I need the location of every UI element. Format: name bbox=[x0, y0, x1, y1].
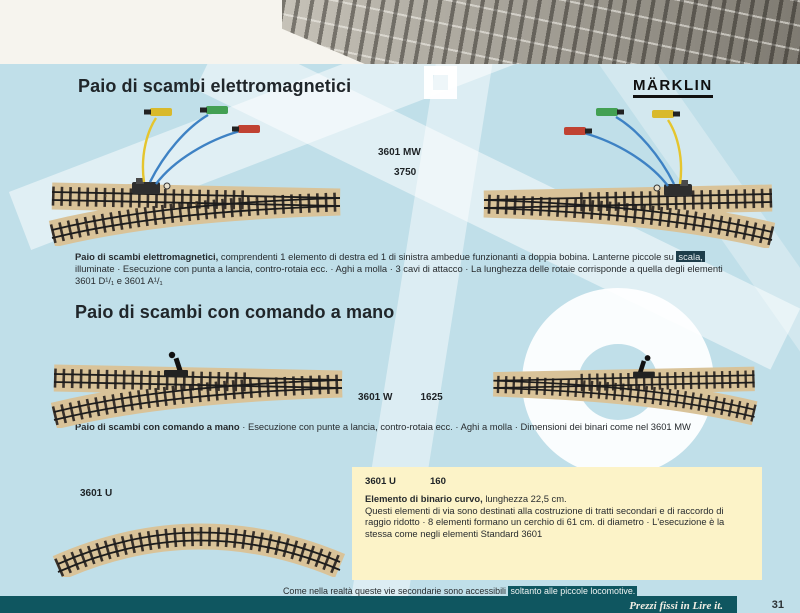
section-title-manual: Paio di scambi con comando a mano bbox=[75, 302, 395, 322]
rail-photo bbox=[282, 0, 800, 64]
product-codeline-curve: 3601 U 160 bbox=[365, 475, 749, 488]
curved-track-illustration bbox=[48, 502, 348, 580]
curve-label: 3601 U bbox=[80, 488, 113, 499]
price-note: Prezzi fissi in Lire it. bbox=[629, 600, 723, 612]
white-square-decoration bbox=[424, 66, 457, 99]
em-description-lead: Paio di scambi elettromagnetici, bbox=[75, 251, 219, 262]
product-code-curve: 3601 U bbox=[365, 476, 396, 487]
curve-description-size: lunghezza 22,5 cm. bbox=[482, 492, 567, 504]
top-scan-strip bbox=[0, 0, 800, 64]
bottom-caption: Come nella realtà queste vie secondarie … bbox=[283, 586, 638, 596]
em-description-text: comprendenti 1 elemento di destra ed 1 d… bbox=[218, 251, 677, 262]
hand-lever-icon bbox=[633, 355, 655, 378]
manual-turnout-right-illustration bbox=[488, 340, 760, 426]
manual-description: Paio di scambi con comando a mano · Esec… bbox=[75, 421, 735, 433]
product-price-manual: 1625 bbox=[420, 392, 443, 403]
manual-description-text: · Esecuzione con punte a lancia, contro-… bbox=[239, 421, 691, 432]
wire-connectors-icon bbox=[564, 108, 680, 135]
em-description-text: illuminate · Esecuzione con punta a lanc… bbox=[75, 262, 723, 286]
bottom-caption-highlight: soltanto alle piccole locomotive. bbox=[508, 586, 638, 596]
bottom-caption-text: Come nella realtà queste vie secondarie … bbox=[283, 586, 509, 596]
wire-connectors-icon bbox=[144, 106, 260, 133]
manual-turnout-left-illustration bbox=[48, 336, 348, 430]
switch-motor-icon bbox=[653, 180, 692, 196]
curve-description-lead: Elemento di binario curvo, bbox=[365, 492, 483, 504]
turnout-drawing bbox=[493, 355, 758, 426]
product-codeline-manual: 3601 W 1625 bbox=[358, 387, 443, 405]
product-code-manual: 3601 W bbox=[358, 392, 393, 403]
hand-lever-icon bbox=[164, 351, 188, 377]
brand-logo: MÄRKLIN bbox=[633, 77, 713, 98]
turnout-drawing bbox=[483, 108, 776, 250]
page-title: Paio di scambi elettromagnetici bbox=[78, 76, 352, 96]
curved-track-drawing bbox=[52, 523, 346, 580]
curved-track-info-box: 3601 U 160 Elemento di binario curvo, lun… bbox=[352, 467, 762, 580]
turnout-drawing bbox=[48, 106, 341, 248]
product-code-em: 3601 MW bbox=[378, 147, 421, 158]
manual-description-lead: Paio di scambi con comando a mano bbox=[75, 421, 240, 432]
curve-description-lead-row: Elemento di binario curvo, lunghezza 22,… bbox=[365, 493, 749, 505]
em-description-highlight: scala, bbox=[676, 251, 705, 262]
em-description: Paio di scambi elettromagnetici, compren… bbox=[75, 251, 730, 286]
curve-description: Questi elementi di via sono destinati al… bbox=[365, 504, 725, 540]
wires-icon bbox=[141, 113, 241, 185]
em-turnout-right-illustration bbox=[478, 98, 778, 250]
product-price-em: 3750 bbox=[394, 167, 417, 178]
wires-icon bbox=[583, 115, 683, 187]
product-price-curve: 160 bbox=[429, 476, 446, 487]
em-turnout-left-illustration bbox=[46, 96, 346, 248]
turnout-drawing bbox=[50, 351, 343, 430]
footer-bar: Prezzi fissi in Lire it. bbox=[0, 596, 737, 613]
page-number: 31 bbox=[771, 599, 784, 611]
switch-motor-icon bbox=[132, 178, 171, 194]
